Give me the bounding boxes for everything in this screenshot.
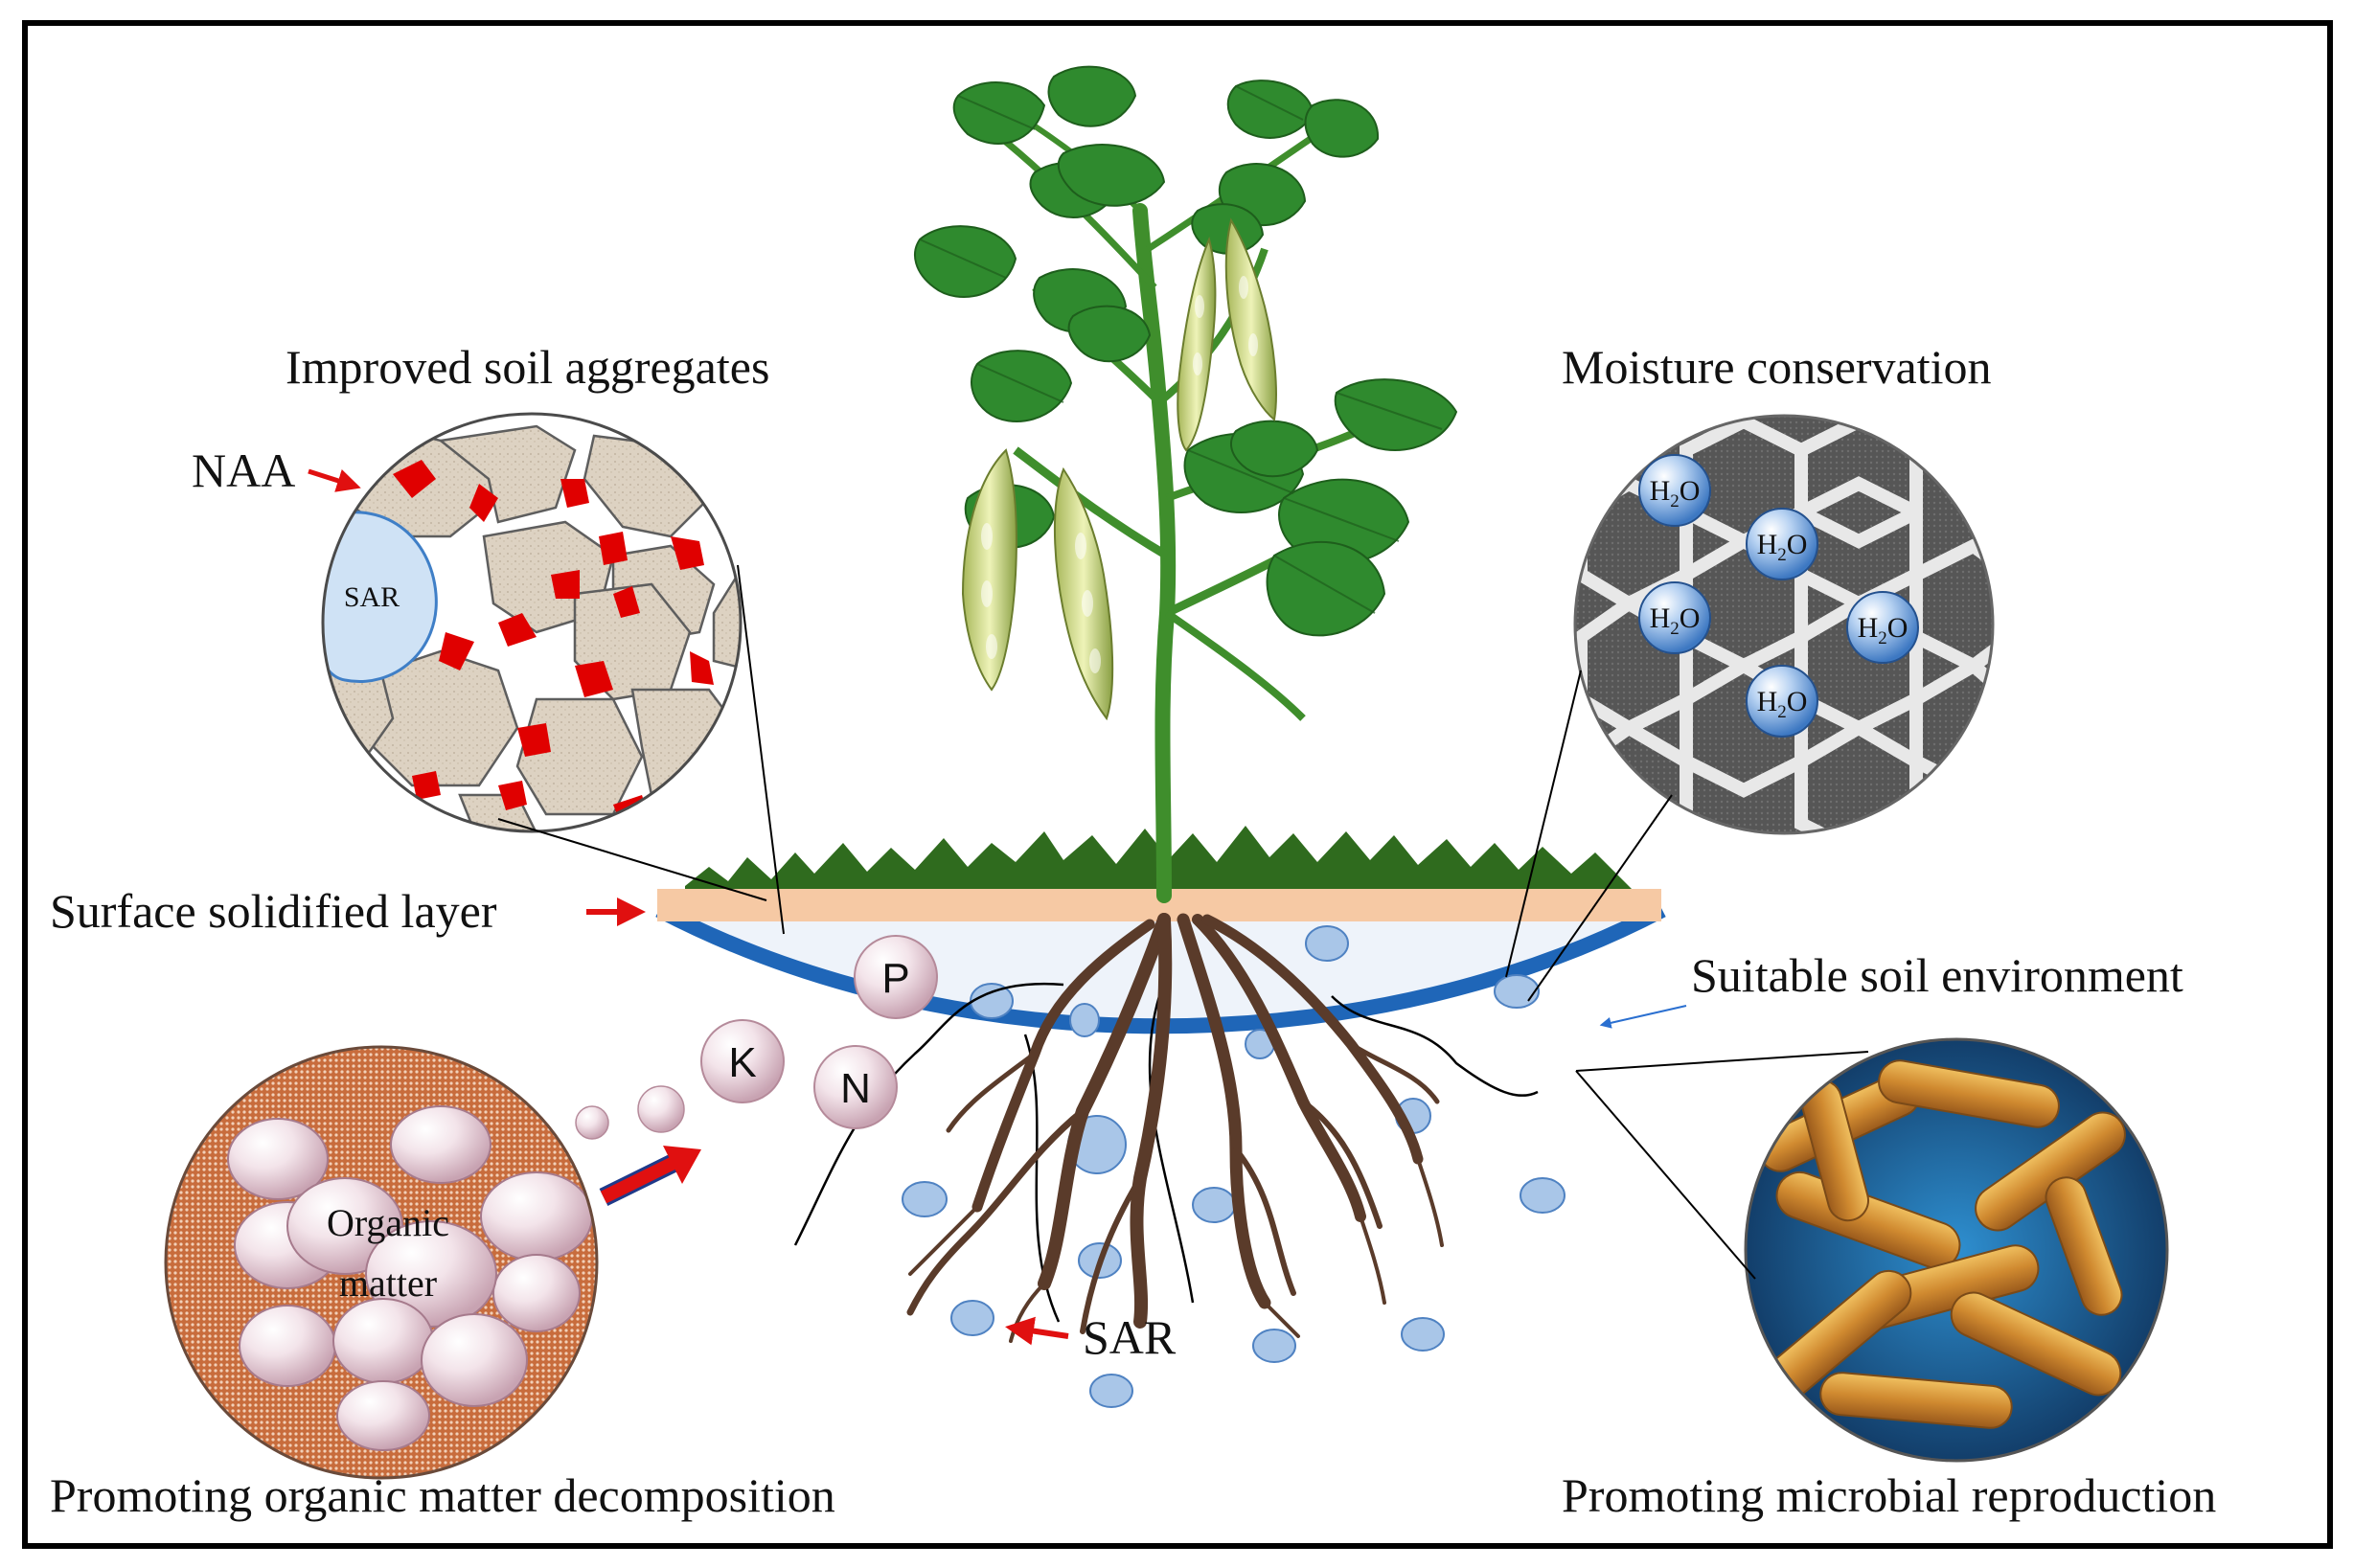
soybean-plant (914, 65, 1458, 903)
svg-text:H2O: H2O (1757, 686, 1808, 722)
suitable-soil-environment-label: Suitable soil environment (1691, 948, 2183, 1002)
connector-line (497, 818, 767, 901)
small-bubble (637, 1085, 685, 1133)
connector-line (1527, 794, 1673, 1002)
nutrient-n: N (813, 1045, 898, 1129)
svg-text:H2O: H2O (1757, 529, 1808, 565)
connector-line (1505, 670, 1582, 978)
small-bubble (575, 1105, 609, 1140)
nutrient-n-label: N (840, 1065, 871, 1112)
naa-arrow (308, 468, 361, 492)
water-molecule: H2O (1638, 581, 1711, 654)
water-molecule: H2O (1638, 454, 1711, 527)
promoting-decomposition-label: Promoting organic matter decomposition (50, 1468, 835, 1522)
moisture-conservation-title: Moisture conservation (1562, 340, 1992, 394)
microbial-inset (1744, 1037, 2169, 1463)
sar-soil-label: SAR (1083, 1310, 1177, 1364)
nutrient-p: P (854, 935, 938, 1019)
naa-label: NAA (192, 443, 295, 497)
nutrient-p-label: P (881, 955, 909, 1002)
nutrient-k: K (700, 1019, 785, 1103)
connector-line (1575, 1070, 1756, 1280)
blue-arrow (1599, 1005, 1687, 1029)
nutrient-k-label: K (728, 1039, 756, 1086)
sar-particles (902, 925, 1566, 1408)
sar-arrow (1005, 1316, 1069, 1346)
organic-matter-inset: Organic matter (164, 1045, 599, 1480)
water-molecule: H2O (1846, 591, 1919, 664)
improved-soil-aggregates-title: Improved soil aggregates (286, 340, 769, 394)
surface-solidified-layer-label: Surface solidified layer (50, 884, 497, 938)
svg-text:H2O: H2O (1650, 602, 1701, 639)
promoting-microbial-label: Promoting microbial reproduction (1562, 1468, 2216, 1522)
svg-text:H2O: H2O (1858, 612, 1908, 648)
organic-label: Organic (327, 1201, 449, 1244)
connector-line (1575, 1051, 1869, 1072)
sar-inset-label: SAR (344, 581, 400, 613)
plant-roots (906, 913, 1444, 1343)
organic-arrow (599, 1146, 701, 1206)
svg-text:H2O: H2O (1650, 475, 1701, 511)
water-molecule: H2O (1746, 508, 1818, 580)
connector-line (737, 564, 785, 935)
water-molecule: H2O (1746, 665, 1818, 738)
matter-label: matter (339, 1261, 437, 1305)
